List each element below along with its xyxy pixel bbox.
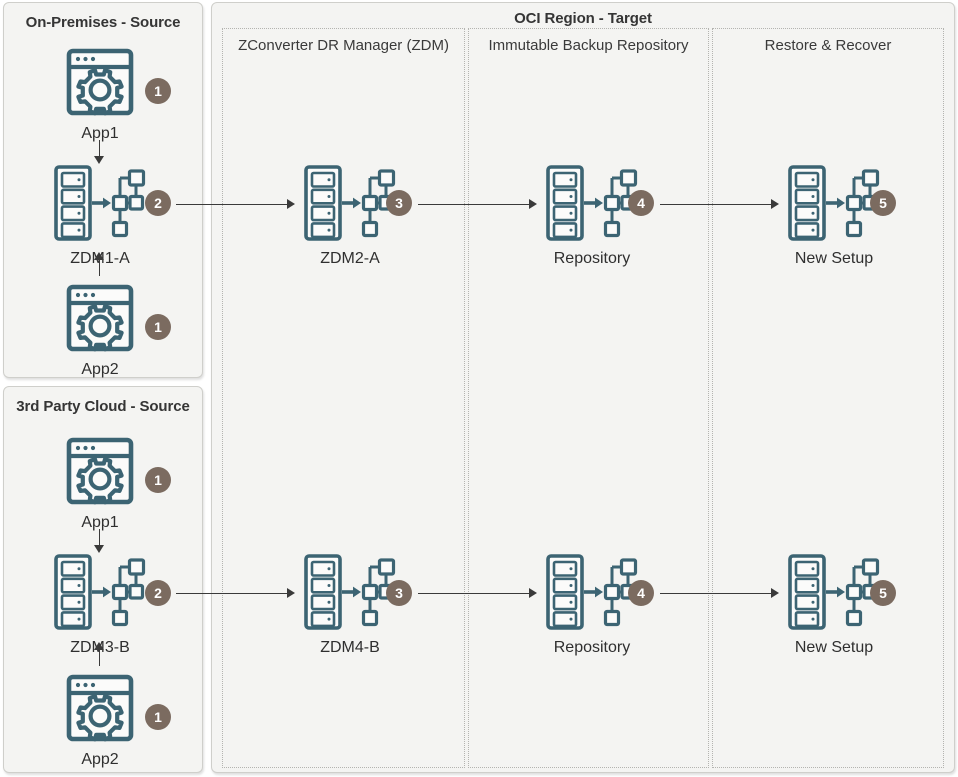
panel-on-premises-title: On-Premises - Source xyxy=(25,14,181,31)
connector-app1-to-zdm3b-arrow xyxy=(94,545,104,553)
panel-third-party-cloud-title: 3rd Party Cloud - Source xyxy=(16,398,190,415)
node-app1-thirdparty-label: App1 xyxy=(81,514,119,531)
connector-zdm1a-to-zdm2a-arrow xyxy=(287,199,295,209)
node-new-setup-b-label: New Setup xyxy=(794,639,874,656)
node-zdm1-a[interactable]: ZDM1-A xyxy=(40,163,160,268)
badge-app2-onprem: 1 xyxy=(145,314,171,340)
node-new-setup-a[interactable]: New Setup xyxy=(774,163,894,268)
node-app2-onprem[interactable]: App2 xyxy=(40,281,160,379)
badge-app1-onprem: 1 xyxy=(145,78,171,104)
connector-zdm1a-to-zdm2a xyxy=(176,204,289,205)
app-window-gear-icon xyxy=(40,671,160,750)
node-app2-onprem-label: App2 xyxy=(81,361,119,378)
subpanel-zdm-title: ZConverter DR Manager (ZDM) xyxy=(238,37,449,54)
badge-zdm1-a: 2 xyxy=(145,190,171,216)
panel-oci-region: OCI Region - Target xyxy=(211,2,955,773)
connector-app1-to-zdm1a xyxy=(99,140,100,158)
server-network-icon xyxy=(532,163,652,248)
app-window-gear-icon xyxy=(40,281,160,360)
app-window-gear-icon xyxy=(40,45,160,124)
badge-new-setup-a: 5 xyxy=(870,190,896,216)
badge-zdm2-a: 3 xyxy=(386,190,412,216)
badge-repository-b: 4 xyxy=(628,580,654,606)
connector-repository-to-newsetup xyxy=(660,204,773,205)
badge-app2-thirdparty: 1 xyxy=(145,704,171,730)
node-repository-b-label: Repository xyxy=(553,639,631,656)
badge-app1-thirdparty: 1 xyxy=(145,467,171,493)
server-network-icon xyxy=(774,552,894,637)
node-app2-thirdparty-label: App2 xyxy=(81,751,119,768)
connector-zdm3b-to-zdm4b xyxy=(176,593,289,594)
badge-repository-a: 4 xyxy=(628,190,654,216)
connector-app2-to-zdm1a xyxy=(99,258,100,276)
node-zdm2-a-label: ZDM2-A xyxy=(320,250,380,267)
server-network-icon xyxy=(290,552,410,637)
connector-app1-to-zdm1a-arrow xyxy=(94,156,104,164)
connector-zdm2a-to-repository xyxy=(418,204,531,205)
node-repository-a-label: Repository xyxy=(553,250,631,267)
subpanel-zdm: ZConverter DR Manager (ZDM) xyxy=(222,28,465,768)
node-app1-onprem-label: App1 xyxy=(81,125,119,142)
connector-repository-to-newsetup-arrow xyxy=(771,199,779,209)
node-zdm2-a[interactable]: ZDM2-A xyxy=(290,163,410,268)
badge-zdm4-b: 3 xyxy=(386,580,412,606)
subpanel-repository-title: Immutable Backup Repository xyxy=(488,37,689,54)
badge-new-setup-b: 5 xyxy=(870,580,896,606)
node-repository-a[interactable]: Repository xyxy=(532,163,652,268)
connector-zdm4b-to-repository-arrow xyxy=(529,588,537,598)
subpanel-restore: Restore & Recover xyxy=(712,28,944,768)
connector-zdm3b-to-zdm4b-arrow xyxy=(287,588,295,598)
node-zdm4-b-label: ZDM4-B xyxy=(320,639,380,656)
panel-oci-region-title: OCI Region - Target xyxy=(514,10,652,27)
connector-app2-to-zdm3b xyxy=(99,648,100,666)
subpanel-repository: Immutable Backup Repository xyxy=(468,28,709,768)
node-app1-thirdparty[interactable]: App1 xyxy=(40,434,160,532)
badge-zdm3-b: 2 xyxy=(145,580,171,606)
connector-app2-to-zdm1a-arrow xyxy=(94,252,104,260)
node-new-setup-a-label: New Setup xyxy=(794,250,874,267)
connector-app2-to-zdm3b-arrow xyxy=(94,642,104,650)
node-new-setup-b[interactable]: New Setup xyxy=(774,552,894,657)
connector-repository-to-newsetup-b-arrow xyxy=(771,588,779,598)
node-app1-onprem[interactable]: App1 xyxy=(40,45,160,143)
node-zdm4-b[interactable]: ZDM4-B xyxy=(290,552,410,657)
connector-app1-to-zdm3b xyxy=(99,529,100,547)
node-app2-thirdparty[interactable]: App2 xyxy=(40,671,160,769)
server-network-icon xyxy=(40,552,160,637)
connector-repository-to-newsetup-b xyxy=(660,593,773,594)
connector-zdm4b-to-repository xyxy=(418,593,531,594)
server-network-icon xyxy=(40,163,160,248)
app-window-gear-icon xyxy=(40,434,160,513)
connector-zdm2a-to-repository-arrow xyxy=(529,199,537,209)
subpanel-restore-title: Restore & Recover xyxy=(764,37,892,54)
